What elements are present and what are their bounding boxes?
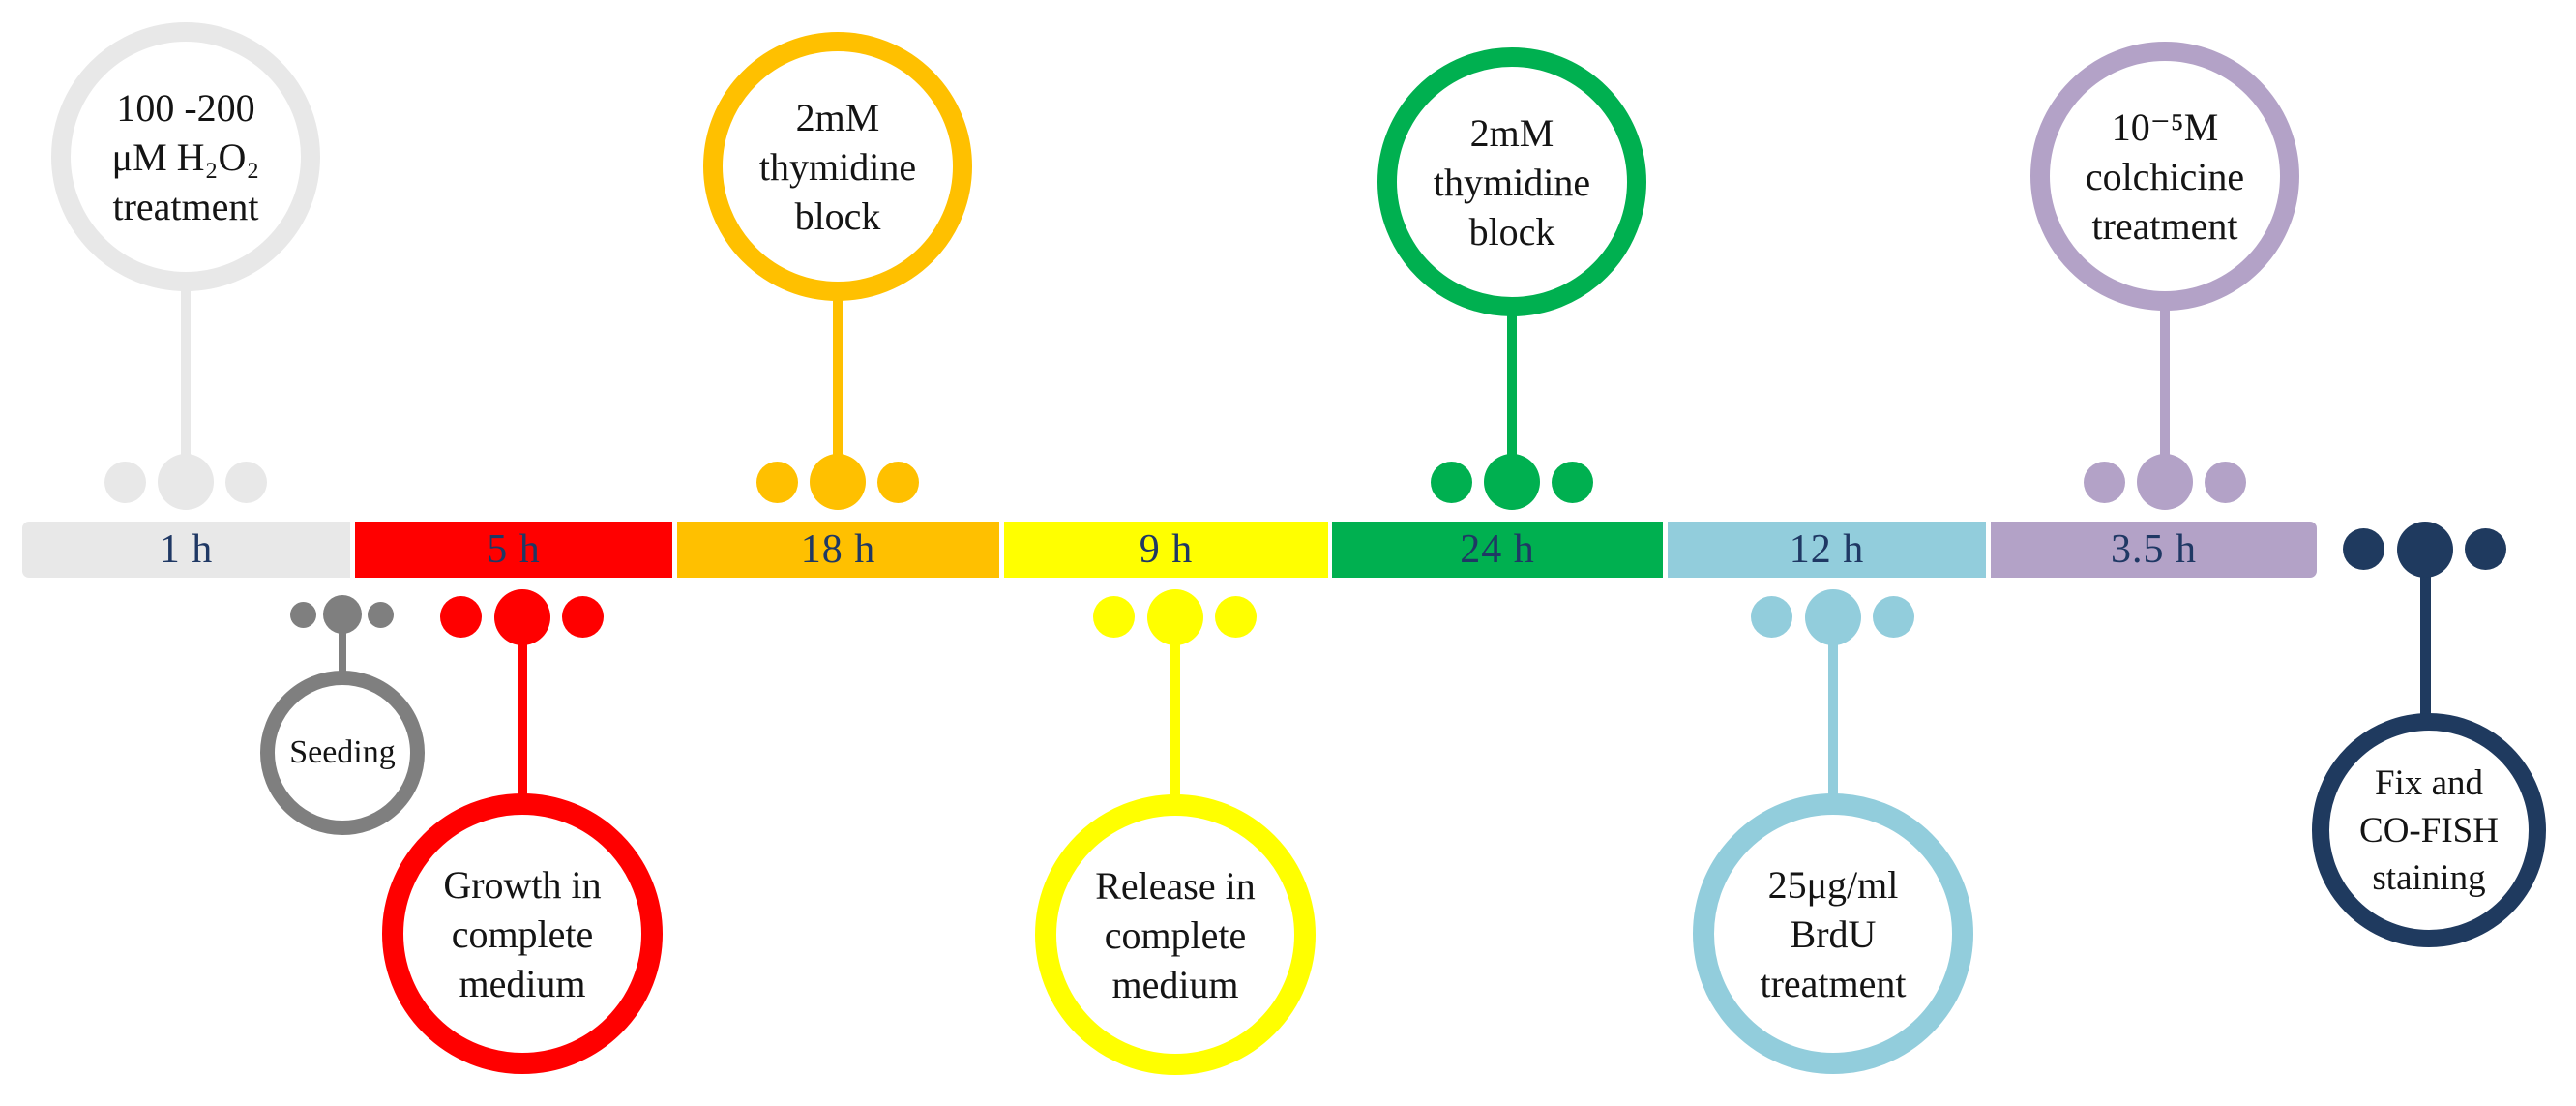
h2o2-dot-large	[158, 454, 214, 510]
fix-cofish-label-line3: staining	[2372, 857, 2486, 898]
colchicine-dot-small-right	[2205, 462, 2246, 503]
thymidine2-dot-small-right	[1552, 462, 1593, 503]
growth-dot-small-left	[440, 596, 482, 638]
fix-cofish-dot-small-left	[2343, 528, 2384, 570]
brdu-label-line2: BrdU	[1790, 912, 1877, 956]
thymidine2-label-line3: block	[1468, 209, 1555, 254]
seeding-dot-large	[323, 595, 362, 634]
thymidine1-label-line1: 2mM	[795, 95, 880, 139]
seeding-stem	[339, 614, 346, 673]
release-label-line2: complete	[1104, 912, 1247, 957]
colchicine-circle: 10⁻⁵M colchicine treatment	[2030, 42, 2299, 311]
growth-label-line1: Growth in	[443, 862, 602, 907]
brdu-label-line3: treatment	[1760, 961, 1907, 1005]
thymidine1-label-line2: thymidine	[758, 144, 917, 189]
segment-24h: 24 h	[1332, 522, 1663, 578]
thymidine2-stem	[1507, 312, 1517, 485]
colchicine-label-line2: colchicine	[2085, 154, 2245, 198]
growth-dot-large	[494, 589, 550, 645]
growth-label-line3: medium	[459, 961, 586, 1005]
segment-1h-label: 1 h	[159, 527, 214, 572]
thymidine1-stem	[833, 296, 843, 485]
thymidine2-dot-large	[1484, 454, 1540, 510]
fix-cofish-circle: Fix and CO-FISH staining	[2312, 713, 2546, 947]
thymidine1-dot-small-left	[756, 462, 798, 503]
h2o2-label-line1: 100 -200	[116, 85, 255, 130]
brdu-dot-large	[1805, 589, 1861, 645]
segment-18h: 18 h	[677, 522, 999, 578]
segment-1h: 1 h	[22, 522, 350, 578]
h2o2-dot-small-left	[104, 462, 146, 503]
brdu-stem	[1828, 617, 1838, 795]
release-dot-large	[1147, 589, 1203, 645]
growth-label-line2: complete	[451, 912, 594, 956]
segment-12h: 12 h	[1668, 522, 1986, 578]
fix-cofish-dot-small-right	[2465, 528, 2506, 570]
segment-5h-label: 5 h	[487, 527, 541, 572]
colchicine-stem	[2160, 306, 2170, 485]
release-circle: Release in complete medium	[1035, 794, 1316, 1075]
colchicine-dot-small-left	[2084, 462, 2125, 503]
release-stem	[1170, 617, 1180, 796]
segment-18h-label: 18 h	[800, 527, 876, 572]
thymidine2-circle: 2mM thymidine block	[1377, 47, 1646, 316]
release-label-line3: medium	[1111, 962, 1239, 1006]
h2o2-stem	[181, 286, 191, 485]
segment-3p5h: 3.5 h	[1991, 522, 2317, 578]
segment-9h: 9 h	[1004, 522, 1328, 578]
brdu-label-line1: 25μg/ml	[1767, 862, 1899, 907]
segment-12h-label: 12 h	[1789, 527, 1865, 572]
colchicine-label-line3: treatment	[2091, 203, 2238, 248]
release-dot-small-right	[1215, 596, 1257, 638]
growth-dot-small-right	[562, 596, 604, 638]
thymidine2-label-line1: 2mM	[1469, 110, 1554, 155]
brdu-dot-small-left	[1751, 596, 1792, 638]
segment-9h-label: 9 h	[1139, 527, 1194, 572]
thymidine1-circle: 2mM thymidine block	[703, 32, 972, 301]
brdu-dot-small-right	[1873, 596, 1914, 638]
fix-cofish-dot-large	[2397, 522, 2453, 578]
fix-cofish-label-line1: Fix and	[2374, 762, 2484, 803]
release-dot-small-left	[1093, 596, 1135, 638]
segment-5h: 5 h	[355, 522, 672, 578]
thymidine1-label-line3: block	[794, 194, 881, 238]
seeding-dot-small-left	[290, 602, 316, 628]
growth-circle: Growth in complete medium	[382, 793, 663, 1074]
h2o2-label-line2: μM H₂O₂	[111, 135, 260, 179]
h2o2-circle: 100 -200 μM H₂O₂ treatment	[51, 22, 320, 291]
thymidine1-dot-small-right	[877, 462, 919, 503]
colchicine-label-line1: 10⁻⁵M	[2111, 105, 2219, 149]
release-label-line1: Release in	[1095, 863, 1256, 908]
growth-stem	[518, 617, 527, 795]
brdu-circle: 25μg/ml BrdU treatment	[1693, 793, 1973, 1074]
seeding-label-line1: Seeding	[289, 734, 396, 770]
seeding-dot-small-right	[368, 602, 394, 628]
fix-cofish-label-line2: CO-FISH	[2359, 810, 2499, 851]
thymidine1-dot-large	[810, 454, 866, 510]
thymidine2-label-line2: thymidine	[1433, 160, 1591, 204]
colchicine-dot-large	[2137, 454, 2193, 510]
thymidine2-dot-small-left	[1431, 462, 1472, 503]
segment-24h-label: 24 h	[1460, 527, 1535, 572]
segment-3p5h-label: 3.5 h	[2111, 527, 2197, 572]
fix-cofish-stem	[2420, 550, 2431, 716]
h2o2-dot-small-right	[225, 462, 267, 503]
seeding-circle: Seeding	[260, 671, 425, 835]
h2o2-label-line3: treatment	[112, 184, 259, 228]
